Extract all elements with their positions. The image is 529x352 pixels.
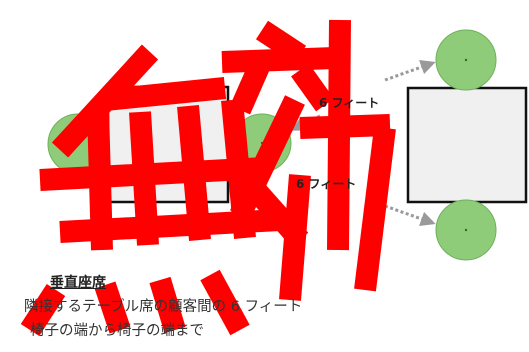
distance-label-upper: 6 フィート — [319, 96, 380, 110]
caption-line-1: 隣接するテーブル席の顧客間の 6 フィート — [24, 299, 303, 315]
chair-center-dot — [464, 58, 468, 62]
arrow-upper-right — [384, 59, 436, 82]
caption-title: 垂直座席 — [50, 275, 106, 291]
caption-line-2: 椅子の端から椅子の端まで — [30, 323, 204, 339]
invalid-stamp — [20, 19, 396, 336]
distance-label-lower: 6 フィート — [296, 177, 357, 191]
right-table-group — [406, 29, 528, 261]
right-table — [406, 86, 528, 204]
chair-center-dot — [464, 228, 468, 232]
arrow-lower-right — [384, 204, 436, 227]
